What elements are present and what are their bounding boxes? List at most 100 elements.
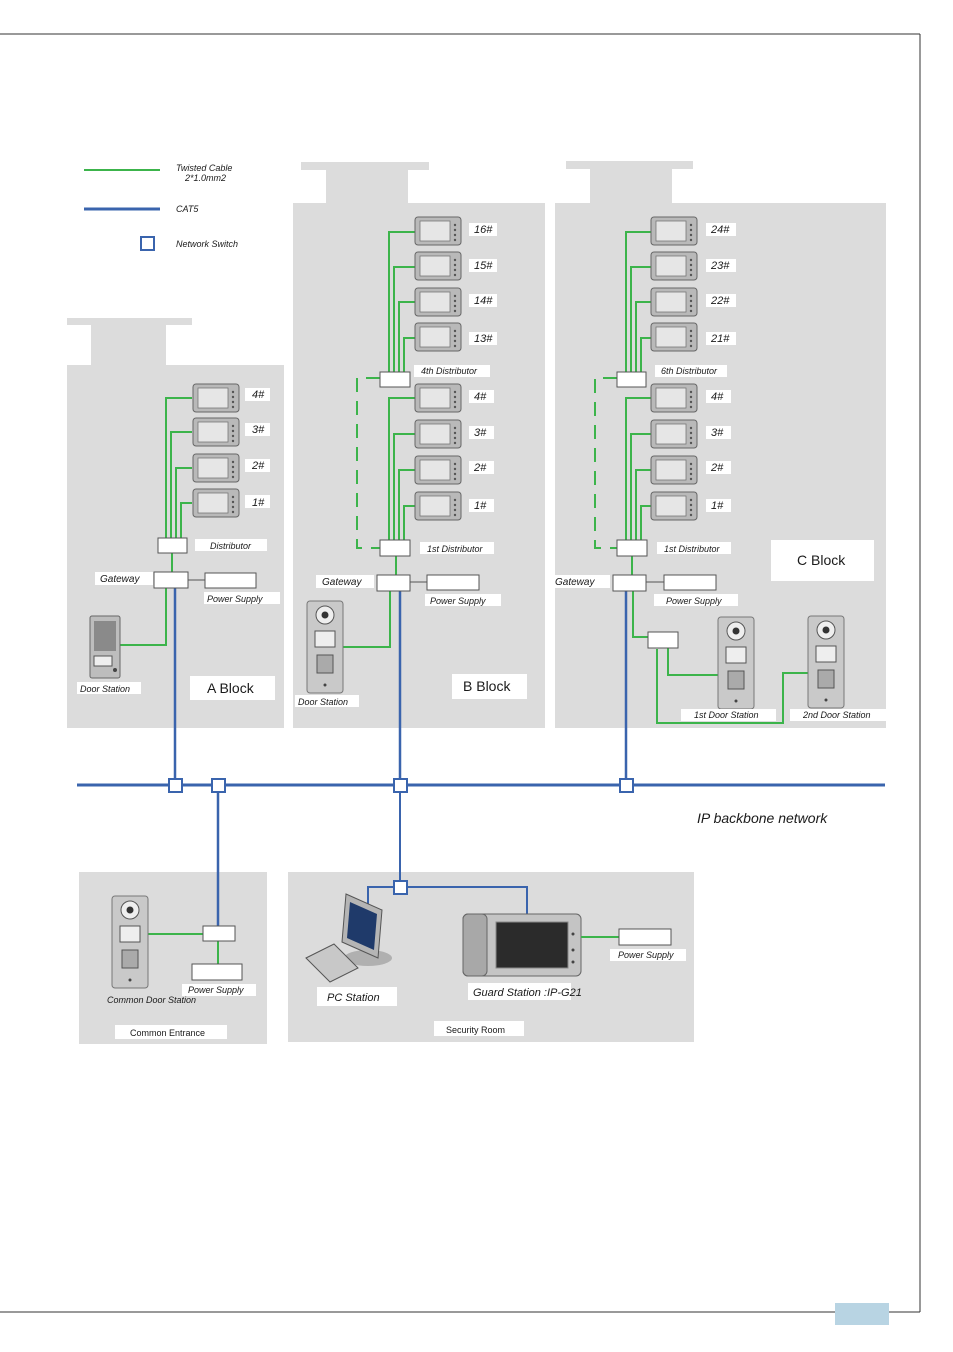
monitor-icon xyxy=(192,383,240,413)
gateway-box xyxy=(612,574,647,592)
legend-twisted-cable-spec: 2*1.0mm2 xyxy=(184,173,226,183)
monitor-icon xyxy=(414,383,462,413)
monitor-icon xyxy=(650,287,698,317)
power-supply-label: Power Supply xyxy=(207,594,263,604)
monitor-label: 16# xyxy=(474,224,493,236)
gateway-label: Gateway xyxy=(555,577,595,588)
door-station-1-icon xyxy=(717,616,755,710)
door-station-label: Door Station xyxy=(80,684,130,694)
block-b: 16# 15# 14# 13# 4# 3# 2# 1# 4th Distribu… xyxy=(295,216,527,785)
monitor-icon xyxy=(414,322,462,352)
monitor-icon xyxy=(650,455,698,485)
monitor-label: 4# xyxy=(474,391,487,403)
power-supply-box xyxy=(618,928,672,946)
monitor-icon xyxy=(414,216,462,246)
upper-distributor-box xyxy=(379,371,411,388)
pc-icon xyxy=(305,893,392,983)
network-switch-icon xyxy=(168,778,183,793)
upper-distributor-label: 6th Distributor xyxy=(661,366,718,376)
network-switch-icon xyxy=(393,778,408,793)
power-supply-box xyxy=(191,963,243,981)
lower-distributor-label: 1st Distributor xyxy=(664,544,721,554)
power-supply-box xyxy=(426,574,480,591)
lower-distributor-box xyxy=(616,539,648,557)
gateway-label: Gateway xyxy=(322,577,362,588)
network-switch-icon xyxy=(393,880,408,895)
monitor-label: 24# xyxy=(710,224,730,236)
power-supply-box xyxy=(663,574,717,591)
door-station-a-icon xyxy=(89,615,121,679)
monitor-icon xyxy=(192,417,240,447)
monitor-icon xyxy=(192,453,240,483)
monitor-icon xyxy=(192,488,240,518)
power-supply-label: Power Supply xyxy=(188,985,244,995)
legend-cat5: CAT5 xyxy=(176,204,199,214)
monitor-icon xyxy=(650,216,698,246)
monitor-label: 1# xyxy=(711,500,724,512)
monitor-label: 22# xyxy=(710,295,730,307)
monitor-icon xyxy=(414,287,462,317)
common-entrance: Power Supply Common Door Station Common … xyxy=(107,895,256,1039)
gateway-box xyxy=(202,925,236,942)
distributor-box xyxy=(157,537,188,554)
monitor-label: 13# xyxy=(474,333,493,345)
monitor-label: 3# xyxy=(252,424,265,436)
monitor-icon xyxy=(650,322,698,352)
monitor-icon xyxy=(650,491,698,521)
monitor-icon xyxy=(414,251,462,281)
pc-station-label: PC Station xyxy=(327,992,380,1004)
door-station-2-label: 2nd Door Station xyxy=(802,710,871,720)
block-b-title: B Block xyxy=(463,678,511,694)
monitor-label: 3# xyxy=(711,427,724,439)
power-supply-label: Power Supply xyxy=(666,596,722,606)
door-distributor-box xyxy=(647,631,679,649)
common-entrance-area xyxy=(79,872,267,1044)
monitor-label: 4# xyxy=(252,389,265,401)
door-station-1-label: 1st Door Station xyxy=(694,710,759,720)
monitor-label: 1# xyxy=(474,500,487,512)
monitor-icon xyxy=(414,491,462,521)
monitor-label: 2# xyxy=(473,462,487,474)
door-station-icon xyxy=(306,600,344,694)
power-supply-label: Power Supply xyxy=(618,950,674,960)
gateway-box xyxy=(376,574,411,592)
monitor-label: 1# xyxy=(252,497,265,509)
gateway-box xyxy=(153,571,189,589)
monitor-label: 14# xyxy=(474,295,493,307)
block-c-title: C Block xyxy=(797,552,846,568)
network-switch-icon xyxy=(211,778,226,793)
common-door-station-icon xyxy=(111,895,149,989)
ip-backbone: IP backbone network xyxy=(77,778,885,926)
common-entrance-title: Common Entrance xyxy=(130,1028,205,1038)
monitor-icon xyxy=(650,383,698,413)
legend-network-switch: Network Switch xyxy=(176,239,238,249)
monitor-label: 23# xyxy=(710,260,730,272)
monitor-label: 15# xyxy=(474,260,493,272)
security-room-title: Security Room xyxy=(446,1025,505,1035)
door-station-2-icon xyxy=(807,615,845,709)
security-room: PC Station Power Supply Guard Station :I… xyxy=(305,880,686,1036)
monitor-label: 4# xyxy=(711,391,724,403)
power-supply-box xyxy=(204,572,257,589)
monitor-label: 21# xyxy=(710,333,730,345)
upper-distributor-box xyxy=(616,371,647,388)
backbone-label: IP backbone network xyxy=(697,810,828,826)
network-switch-icon xyxy=(140,236,155,251)
upper-distributor-label: 4th Distributor xyxy=(421,366,478,376)
monitor-label: 3# xyxy=(474,427,487,439)
block-a: 4# 3# 2# 1# Distributor Gateway Power Su… xyxy=(77,383,280,785)
legend: Twisted Cable 2*1.0mm2 CAT5 Network Swit… xyxy=(84,163,238,251)
monitor-label: 2# xyxy=(251,460,265,472)
monitor-icon xyxy=(414,455,462,485)
monitor-label: 2# xyxy=(710,462,724,474)
power-supply-label: Power Supply xyxy=(430,596,486,606)
network-switch-icon xyxy=(619,778,634,793)
distributor-label: Distributor xyxy=(210,541,252,551)
page-tab xyxy=(835,1303,889,1325)
guard-station-icon xyxy=(462,913,582,977)
guard-station-label: Guard Station :IP-G21 xyxy=(473,987,582,999)
legend-twisted-cable: Twisted Cable xyxy=(176,163,232,173)
lower-distributor-box xyxy=(379,539,411,557)
gateway-label: Gateway xyxy=(100,574,140,585)
